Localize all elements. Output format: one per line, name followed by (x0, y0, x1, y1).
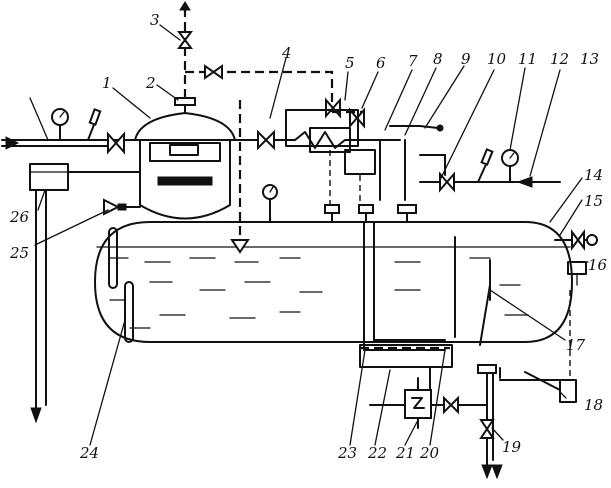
label-22: 22 (367, 444, 387, 462)
label-4: 4 (281, 44, 292, 62)
label-14: 14 (584, 166, 603, 184)
label-21: 21 (395, 444, 415, 462)
label-12: 12 (550, 50, 569, 68)
label-25: 25 (9, 244, 29, 262)
liquid-collector (29, 163, 141, 424)
top-gas-line (185, 64, 334, 112)
label-2: 2 (145, 74, 156, 92)
gas-equalizer-line (229, 184, 278, 223)
float-level-switch (103, 198, 141, 216)
liquid-hatching (109, 257, 529, 329)
upper-separator-vessel (132, 97, 238, 220)
label-11: 11 (518, 50, 537, 68)
label-16: 16 (588, 256, 608, 274)
label-13: 13 (580, 50, 599, 68)
label-1: 1 (102, 74, 112, 92)
label-9: 9 (461, 50, 471, 68)
label-17: 17 (566, 336, 586, 354)
label-15: 15 (584, 192, 603, 210)
label-26: 26 (9, 208, 30, 226)
bottom-drain (477, 364, 503, 480)
internal-pipe-and-baffles (359, 221, 491, 368)
label-3: 3 (150, 11, 160, 29)
label-24: 24 (79, 444, 99, 462)
level-gauge-glasses (108, 227, 134, 343)
label-5: 5 (345, 54, 355, 72)
vent-line (177, 1, 193, 98)
regulator-assembly (230, 97, 561, 254)
label-23: 23 (337, 444, 357, 462)
horizontal-vessel (94, 221, 573, 343)
inlet-line (1, 97, 134, 155)
label-19: 19 (502, 438, 522, 456)
leader-lines (34, 24, 589, 446)
label-8: 8 (433, 50, 443, 68)
label-10: 10 (487, 50, 507, 68)
right-outlet-assembly (499, 229, 598, 403)
label-18: 18 (584, 396, 603, 414)
label-7: 7 (408, 52, 418, 70)
label-6: 6 (376, 54, 386, 72)
number-labels: 1 2 3 4 5 6 7 8 9 10 11 12 13 14 15 16 1… (9, 11, 608, 462)
label-20: 20 (419, 444, 440, 462)
heat-exchanger (369, 367, 488, 429)
